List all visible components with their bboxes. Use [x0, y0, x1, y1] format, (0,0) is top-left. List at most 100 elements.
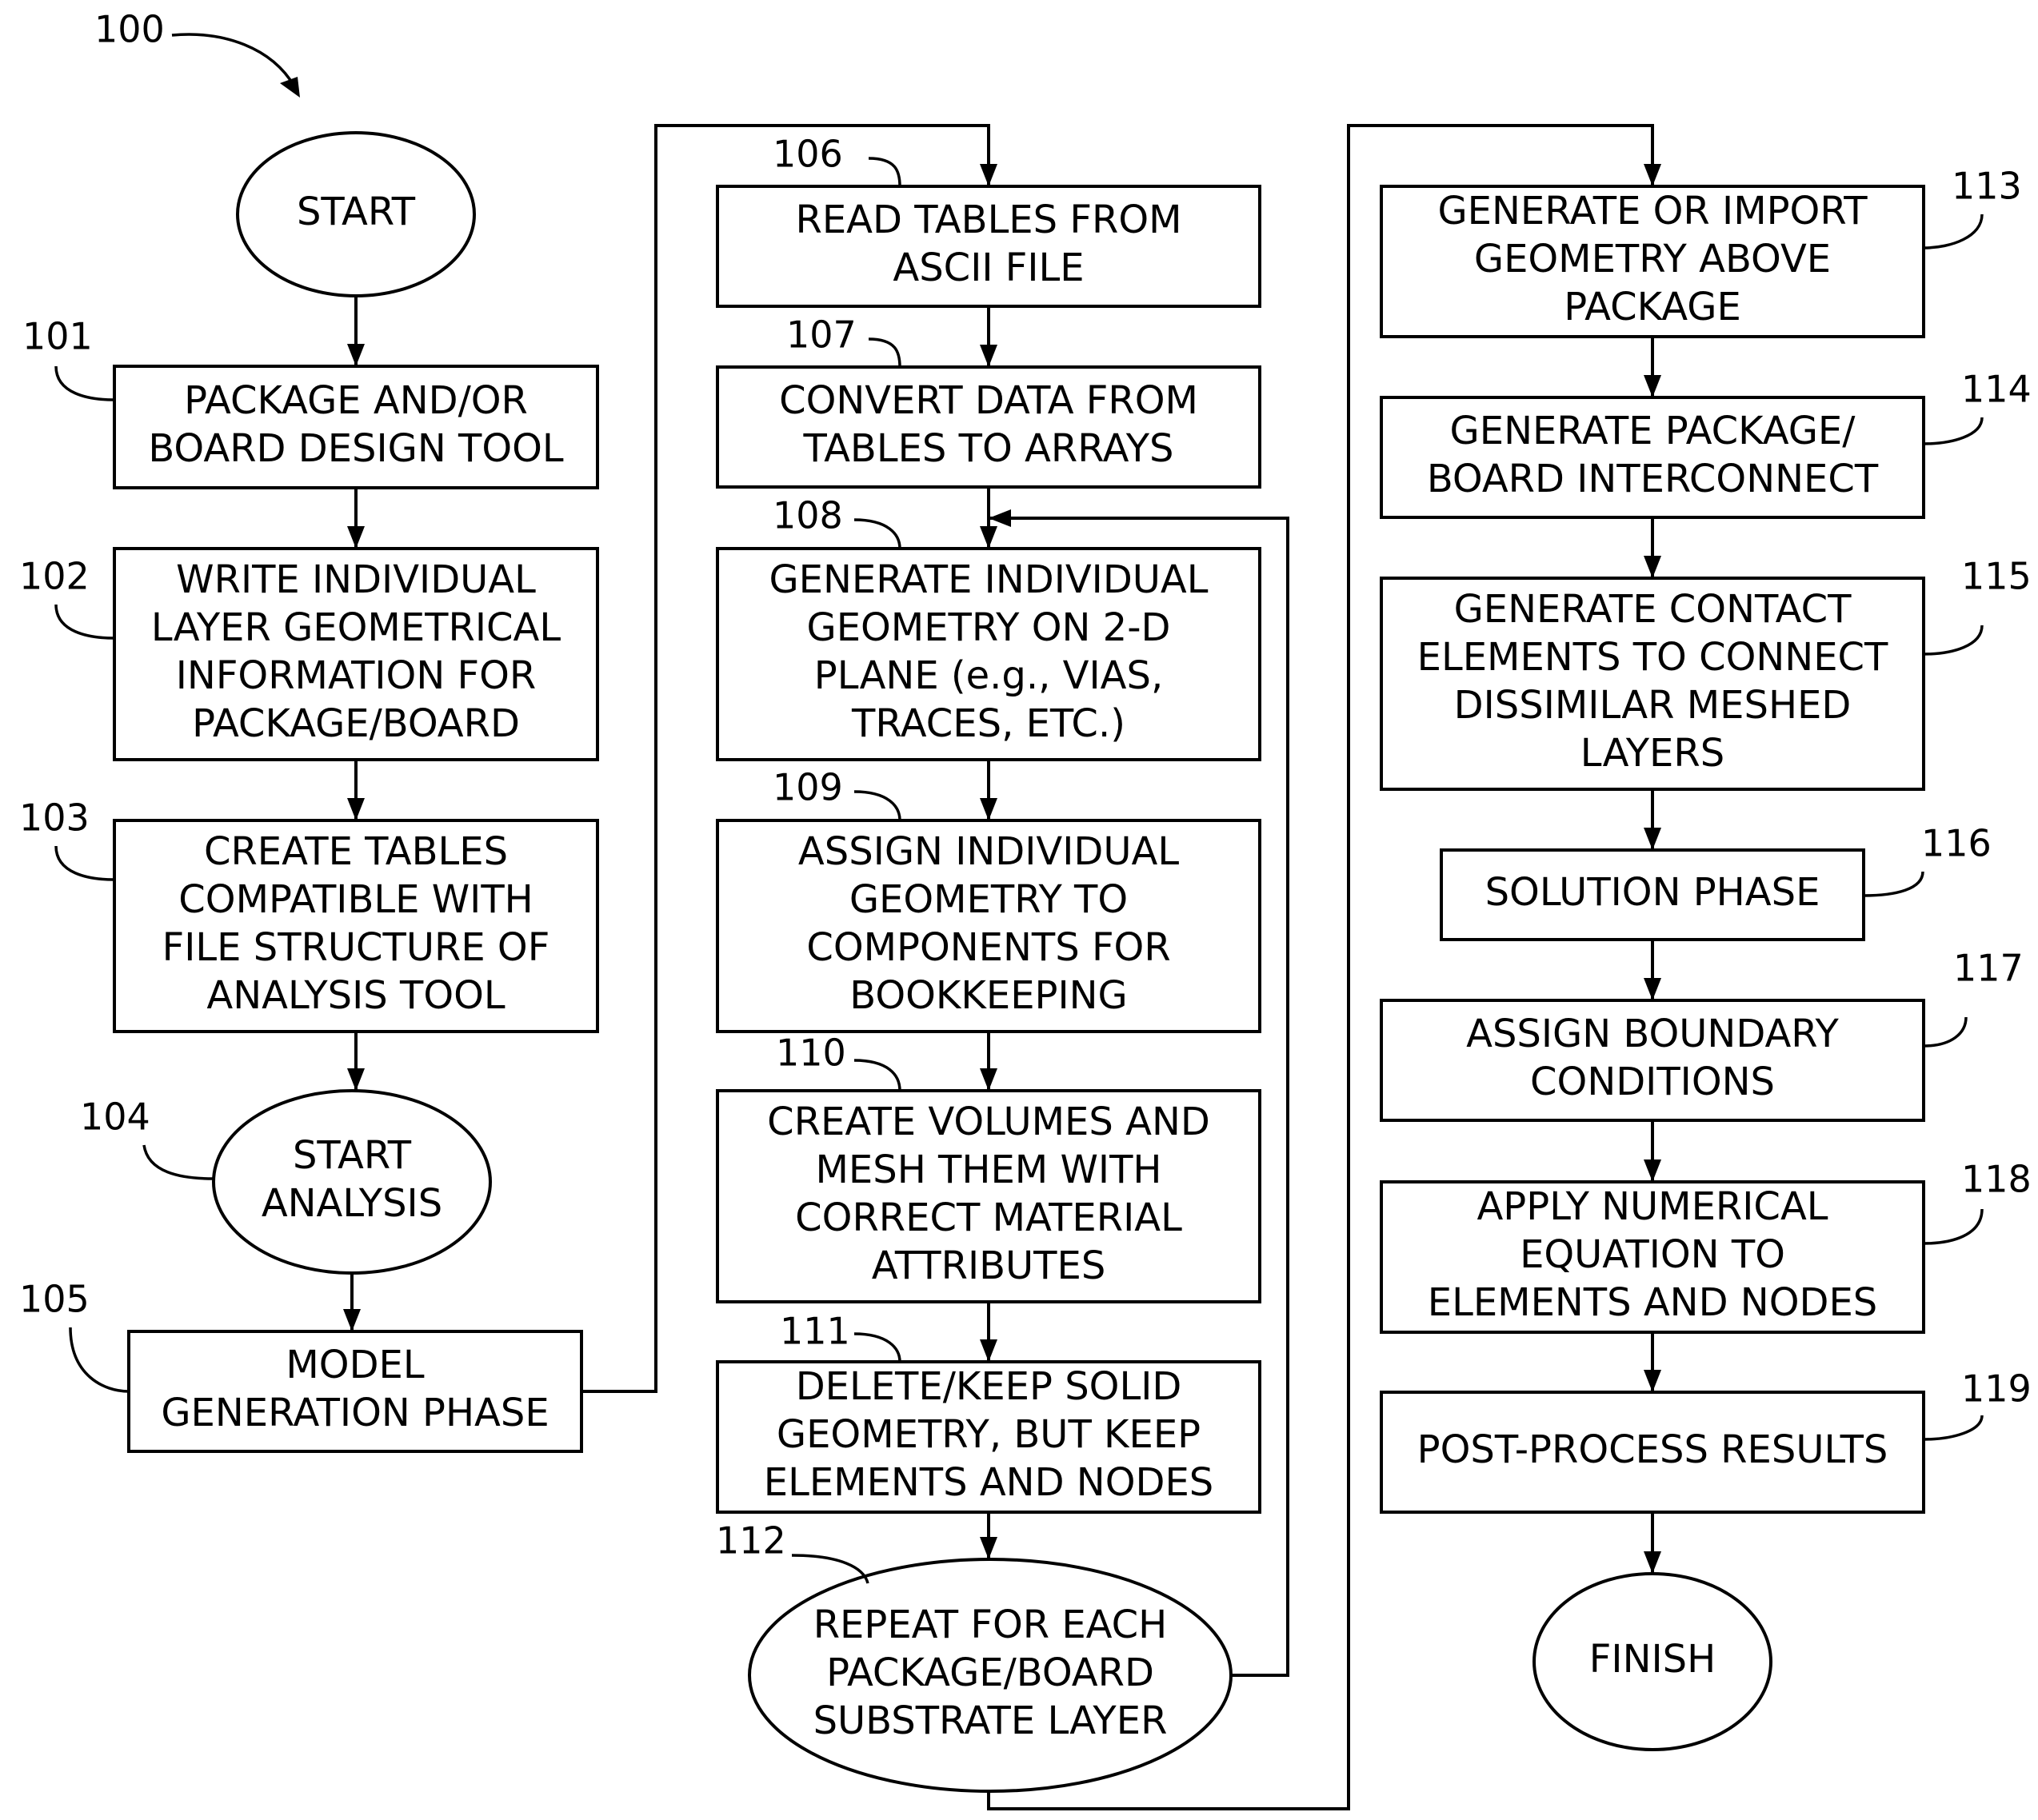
- node-n119: POST-PROCESS RESULTS: [1381, 1392, 1924, 1512]
- arrowhead: [1644, 978, 1661, 1000]
- node-n110: CREATE VOLUMES ANDMESH THEM WITHCORRECT …: [717, 1091, 1260, 1302]
- node-label-line: LAYER GEOMETRICAL: [151, 605, 561, 650]
- node-label-line: MODEL: [286, 1343, 424, 1387]
- node-label-line: GEOMETRY, BUT KEEP: [777, 1412, 1201, 1457]
- arrowhead: [1644, 164, 1661, 186]
- ref-numeral-109: 109: [773, 766, 843, 809]
- node-label-line: GENERATE CONTACT: [1454, 587, 1852, 632]
- leader-line: [854, 520, 900, 549]
- leader-line: [1864, 872, 1923, 896]
- node-label-line: READ TABLES FROM: [795, 198, 1181, 242]
- leader-line: [56, 366, 114, 400]
- leader-line: [1924, 214, 1982, 248]
- ref-numeral-108: 108: [773, 494, 843, 537]
- arrowhead: [980, 1537, 997, 1559]
- ref-numeral-105: 105: [19, 1278, 90, 1321]
- ref-numeral-101: 101: [22, 315, 93, 358]
- node-n118: APPLY NUMERICALEQUATION TOELEMENTS AND N…: [1381, 1182, 1924, 1332]
- node-label-line: COMPONENTS FOR: [806, 925, 1170, 970]
- arrowhead: [347, 1068, 365, 1091]
- node-label-line: PACKAGE/BOARD: [826, 1650, 1154, 1695]
- ref-numeral-112: 112: [716, 1519, 786, 1563]
- node-label-line: ASSIGN BOUNDARY: [1466, 1012, 1839, 1056]
- node-n106: READ TABLES FROMASCII FILE: [717, 186, 1260, 306]
- node-label-line: GENERATE INDIVIDUAL: [769, 557, 1208, 602]
- node-label-line: START: [293, 1133, 412, 1178]
- leader-line: [144, 1145, 214, 1179]
- node-label-line: ELEMENTS TO CONNECT: [1417, 635, 1888, 680]
- ref-numeral-103: 103: [19, 796, 90, 840]
- node-label-line: POST-PROCESS RESULTS: [1417, 1427, 1888, 1472]
- node-label-line: SUBSTRATE LAYER: [813, 1698, 1168, 1743]
- arrowhead: [347, 344, 365, 366]
- node-n112: REPEAT FOR EACHPACKAGE/BOARDSUBSTRATE LA…: [749, 1559, 1231, 1791]
- node-label-line: CREATE VOLUMES AND: [767, 1100, 1210, 1144]
- node-finish: FINISH: [1534, 1574, 1771, 1750]
- node-label-line: CONDITIONS: [1530, 1060, 1775, 1104]
- ref-numeral-118: 118: [1961, 1158, 2032, 1201]
- node-n102: WRITE INDIVIDUALLAYER GEOMETRICALINFORMA…: [114, 549, 597, 760]
- figure-ref-arrow: [172, 34, 294, 86]
- node-label-line: PACKAGE/BOARD: [192, 701, 520, 746]
- node-n116: SOLUTION PHASE: [1441, 850, 1864, 940]
- node-label-line: CONVERT DATA FROM: [779, 378, 1198, 423]
- node-label-line: DISSIMILAR MESHED: [1454, 683, 1852, 728]
- ref-numeral-116: 116: [1921, 822, 1992, 865]
- leader-line: [1924, 1209, 1982, 1243]
- node-label-line: WRITE INDIVIDUAL: [176, 557, 536, 602]
- node-n103: CREATE TABLESCOMPATIBLE WITHFILE STRUCTU…: [114, 820, 597, 1032]
- node-n108: GENERATE INDIVIDUALGEOMETRY ON 2-DPLANE …: [717, 549, 1260, 760]
- node-label-line: GENERATION PHASE: [161, 1391, 549, 1435]
- node-label-line: EQUATION TO: [1520, 1232, 1785, 1277]
- node-label-line: LAYERS: [1580, 731, 1724, 776]
- node-label-line: BOARD INTERCONNECT: [1427, 457, 1879, 501]
- node-label-line: COMPATIBLE WITH: [178, 877, 533, 922]
- node-label-line: ANALYSIS TOOL: [206, 973, 506, 1018]
- node-label-line: ASSIGN INDIVIDUAL: [798, 829, 1179, 874]
- ref-numeral-115: 115: [1961, 555, 2032, 598]
- leader-line: [854, 792, 900, 820]
- node-label-line: GENERATE OR IMPORT: [1437, 189, 1868, 233]
- leader-line: [56, 846, 114, 880]
- node-label-line: ELEMENTS AND NODES: [1428, 1280, 1878, 1325]
- node-label-line: ASCII FILE: [893, 245, 1084, 290]
- arrowhead: [1644, 375, 1661, 397]
- arrowhead: [980, 526, 997, 549]
- node-label-line: APPLY NUMERICAL: [1477, 1184, 1828, 1229]
- ref-numeral-119: 119: [1961, 1367, 2032, 1411]
- node-n101: PACKAGE AND/ORBOARD DESIGN TOOL: [114, 366, 597, 488]
- leader-line: [854, 1334, 900, 1362]
- node-label-line: CORRECT MATERIAL: [795, 1195, 1182, 1240]
- arrowhead: [980, 345, 997, 367]
- node-label-line: MESH THEM WITH: [815, 1147, 1161, 1192]
- node-n105: MODELGENERATION PHASE: [129, 1331, 581, 1451]
- ref-numeral-117: 117: [1953, 947, 2024, 990]
- node-label-line: PACKAGE: [1564, 285, 1741, 329]
- arrowhead: [347, 526, 365, 549]
- leader-line: [869, 339, 900, 367]
- node-start: START: [238, 133, 474, 296]
- node-label-line: CREATE TABLES: [204, 829, 508, 874]
- arrowhead: [1644, 1370, 1661, 1392]
- node-label-line: PACKAGE AND/OR: [184, 378, 528, 423]
- arrowhead: [1644, 828, 1661, 850]
- node-label-line: BOARD DESIGN TOOL: [148, 426, 564, 471]
- ref-numeral-113: 113: [1952, 165, 2022, 208]
- figure-ref: 100: [94, 8, 165, 51]
- leader-line: [869, 158, 900, 186]
- node-n107: CONVERT DATA FROMTABLES TO ARRAYS: [717, 367, 1260, 487]
- node-n115: GENERATE CONTACTELEMENTS TO CONNECTDISSI…: [1381, 578, 1924, 789]
- node-label-line: DELETE/KEEP SOLID: [796, 1364, 1182, 1409]
- node-label-line: START: [297, 190, 416, 234]
- node-n104: STARTANALYSIS: [214, 1091, 490, 1273]
- leader-line: [1924, 1017, 1966, 1046]
- node-label-line: GEOMETRY TO: [849, 877, 1128, 922]
- node-label-line: SOLUTION PHASE: [1485, 870, 1820, 915]
- leader-line: [56, 605, 114, 638]
- arrowhead: [980, 1068, 997, 1091]
- arrowhead: [347, 798, 365, 820]
- arrowhead: [1644, 556, 1661, 578]
- node-label-line: FILE STRUCTURE OF: [162, 925, 550, 970]
- node-n117: ASSIGN BOUNDARYCONDITIONS: [1381, 1000, 1924, 1120]
